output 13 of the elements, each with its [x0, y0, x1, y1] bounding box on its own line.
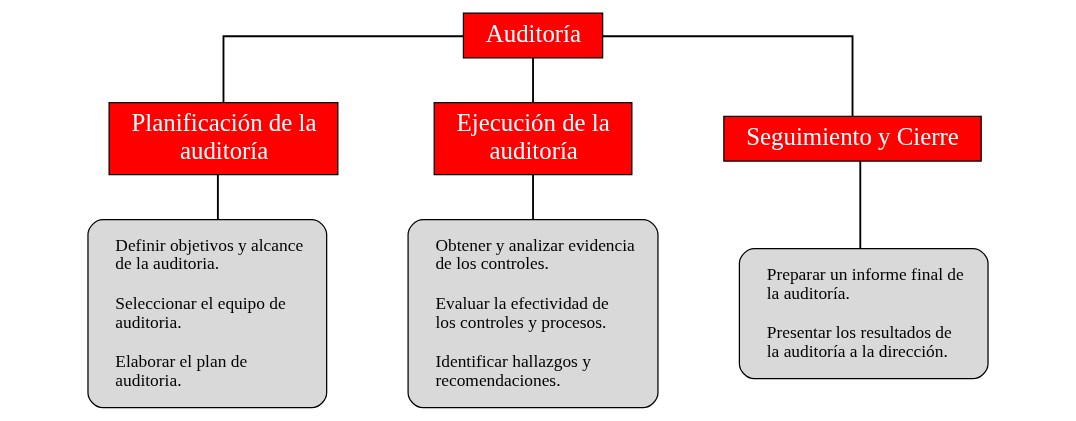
node-box: Planificación de la auditoría: [108, 101, 339, 176]
connector: [532, 174, 534, 221]
node-box: Seguimiento y Cierre: [723, 115, 982, 162]
connector: [859, 160, 862, 250]
node-box: Preparar un informe final de la auditoría. Presentar los resultados de la auditoría a la dirección.: [738, 248, 989, 380]
connector: [222, 35, 465, 104]
connector: [216, 174, 219, 221]
node-box: Obtener y analizar evidencia de los controles. Evaluar la efectividad de los controles y procesos. Identificar hallazgos y recomendaciones.: [407, 219, 659, 409]
connector: [532, 56, 534, 104]
node-box: Definir objetivos y alcance de la auditoria. Seleccionar el equipo de auditoria. Elaborar el plan de auditoria.: [87, 219, 328, 409]
node-box: Auditoría: [462, 12, 604, 59]
connector: [601, 35, 854, 117]
node-box: Ejecución de la auditoría: [433, 101, 633, 176]
